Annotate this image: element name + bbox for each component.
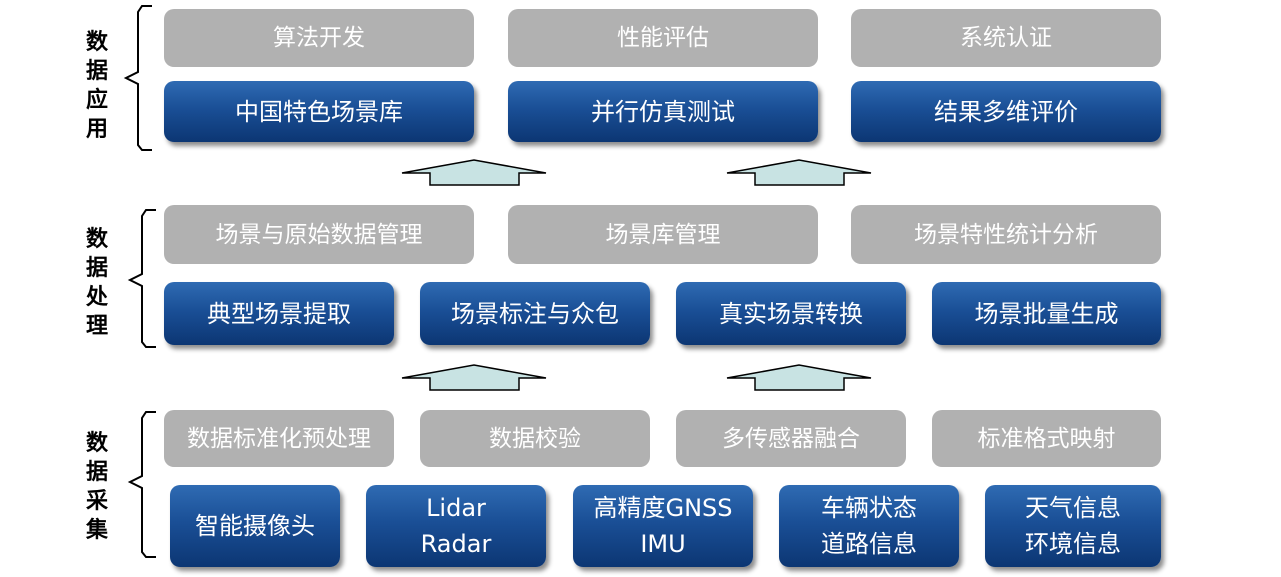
proc-blue-box-conversion: 真实场景转换 (676, 282, 906, 345)
app-gray-box-certification: 系统认证 (851, 9, 1161, 67)
proc-blue-box-generation: 场景批量生成 (932, 282, 1161, 345)
app-gray-box-performance: 性能评估 (508, 9, 818, 67)
coll-blue-box-vehicle-road: 车辆状态 道路信息 (779, 485, 959, 567)
label-char: 集 (85, 518, 108, 543)
label-char: 据 (85, 460, 108, 485)
up-arrow-icon (401, 159, 547, 186)
label-char: 采 (85, 489, 108, 514)
layer-label-processing: 数 据 处 理 (82, 225, 112, 341)
up-arrow-icon (726, 364, 872, 391)
proc-blue-box-extraction: 典型场景提取 (164, 282, 394, 345)
up-arrow-icon (401, 364, 547, 391)
label-char: 据 (85, 59, 108, 84)
layer-label-collection: 数 据 采 集 (82, 429, 112, 545)
bracket-collection (127, 411, 156, 558)
coll-blue-box-gnss-imu: 高精度GNSS IMU (573, 485, 753, 567)
bracket-processing (127, 209, 156, 348)
bracket-application (123, 5, 152, 151)
coll-blue-box-lidar-radar: Lidar Radar (366, 485, 546, 567)
bracket-group (123, 5, 156, 558)
label-char: 数 (85, 30, 108, 55)
coll-blue-box-camera: 智能摄像头 (170, 485, 340, 567)
label-char: 应 (85, 88, 108, 113)
up-arrow-icon (726, 159, 872, 186)
label-char: 数 (85, 227, 108, 252)
label-char: 数 (85, 431, 108, 456)
app-blue-box-scenario-library: 中国特色场景库 (164, 81, 474, 142)
arrow-group (401, 159, 872, 391)
proc-gray-box-library-mgmt: 场景库管理 (508, 205, 818, 264)
coll-gray-box-format-mapping: 标准格式映射 (932, 410, 1161, 467)
label-char: 理 (85, 314, 108, 339)
proc-blue-box-annotation: 场景标注与众包 (420, 282, 650, 345)
coll-gray-box-fusion: 多传感器融合 (676, 410, 906, 467)
app-blue-box-parallel-sim: 并行仿真测试 (508, 81, 818, 142)
label-char: 用 (85, 117, 108, 142)
coll-gray-box-validation: 数据校验 (420, 410, 650, 467)
app-blue-box-evaluation: 结果多维评价 (851, 81, 1161, 142)
coll-gray-box-preprocessing: 数据标准化预处理 (164, 410, 394, 467)
proc-gray-box-data-mgmt: 场景与原始数据管理 (164, 205, 474, 264)
proc-gray-box-statistics: 场景特性统计分析 (851, 205, 1161, 264)
app-gray-box-algorithm: 算法开发 (164, 9, 474, 67)
layer-label-application: 数 据 应 用 (82, 28, 112, 144)
coll-blue-box-weather-env: 天气信息 环境信息 (985, 485, 1161, 567)
label-char: 处 (85, 285, 108, 310)
label-char: 据 (85, 256, 108, 281)
